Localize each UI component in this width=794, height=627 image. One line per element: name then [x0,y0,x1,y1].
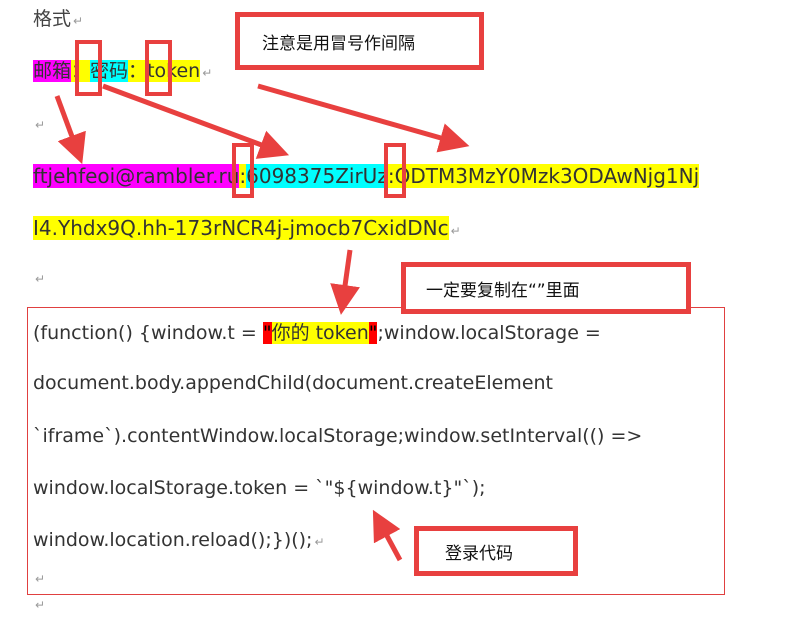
code-line-3: `iframe`).contentWindow.localStorage;win… [33,425,643,447]
format-line: 邮箱：密码：token↵ [33,56,212,83]
email-label: 邮箱 [33,60,72,82]
arrow-to-code [372,509,403,562]
paragraph-mark: ↵ [73,14,84,28]
code-line1-suffix: ;window.localStorage = [377,322,601,344]
separator-highlight-box [75,40,102,96]
callout-login-note-text: 登录代码 [445,543,513,564]
callout-colon-note: 注意是用冒号作间隔 [235,12,484,70]
example-line-2: I4.Yhdx9Q.hh-173rNCR4j-jmocb7CxidDNc↵ [33,216,461,240]
code-line5-text: window.location.reload();})(); [33,529,313,551]
example-email: ftjehfeoi@rambler.ru [33,164,240,188]
empty-paragraph: ↵ [35,272,46,286]
code-line-4: window.localStorage.token = `"${window.t… [33,477,486,499]
paragraph-mark: ↵ [450,224,461,238]
separator-highlight-box [145,40,172,96]
code-line-2: document.body.appendChild(document.creat… [33,372,553,394]
example-separator: : [387,164,395,188]
code-line-1: (function() {window.t = "你的 token";windo… [33,318,601,345]
example-token-part2: I4.Yhdx9Q.hh-173rNCR4j-jmocb7CxidDNc [33,216,449,240]
code-box [27,307,725,595]
token-placeholder: 你的 token [271,322,369,344]
empty-paragraph: ↵ [35,572,46,586]
token-label: token [147,60,201,82]
heading-text: 格式 [33,8,72,30]
callout-quote-note-text: 一定要复制在“”里面 [426,280,580,301]
example-password: 6098375ZirUz [246,164,388,188]
paragraph-mark: ↵ [202,66,213,80]
example-separator: : [239,164,247,188]
empty-paragraph: ↵ [35,598,46,612]
code-line1-prefix: (function() {window.t = [33,322,263,344]
separator-highlight-box [384,143,406,198]
empty-paragraph: ↵ [35,118,46,132]
separator-highlight-box [232,143,254,198]
format-separator: ： [128,60,148,82]
code-line-5: window.location.reload();})();↵ [33,529,325,551]
example-line-1: ftjehfeoi@rambler.ru:6098375ZirUz:ODTM3M… [33,164,700,188]
arrow-first-colon [102,83,290,159]
callout-login-note: 登录代码 [414,526,578,576]
heading: 格式↵ [33,4,83,31]
quote-close: " [368,322,378,344]
arrow-second-colon [257,83,470,153]
callout-quote-note: 一定要复制在“”里面 [401,262,691,314]
paragraph-mark: ↵ [314,535,325,549]
arrow-to-quotes [330,249,360,315]
example-token-part1: ODTM3MzY0Mzk3ODAwNjg1Nj [394,164,700,188]
callout-colon-note-text: 注意是用冒号作间隔 [262,33,415,54]
arrow-email-separator [54,95,86,165]
quote-open: " [262,322,272,344]
